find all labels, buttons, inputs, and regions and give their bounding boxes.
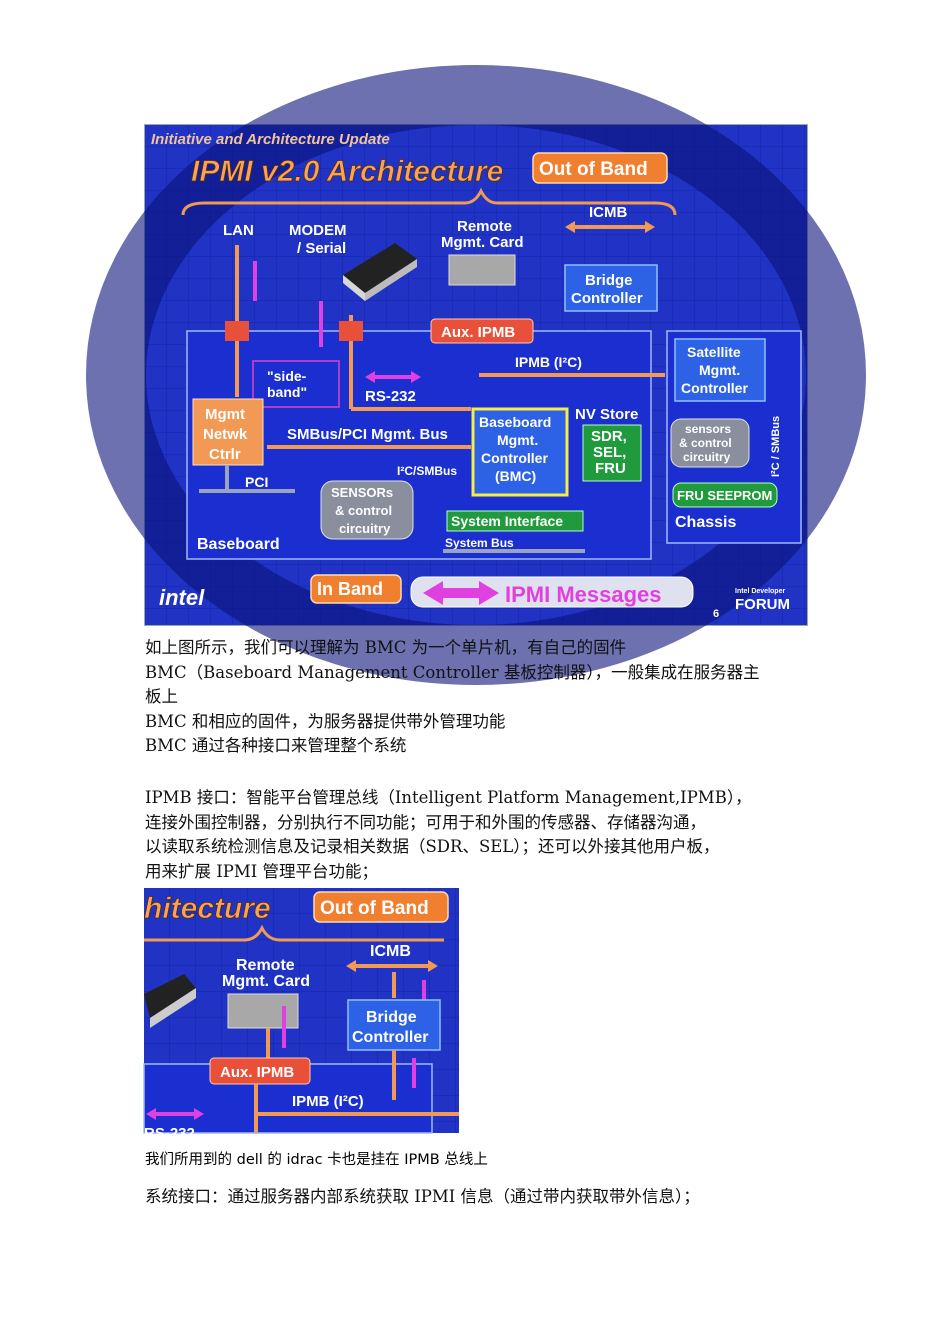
bmc-abbr-label: (BMC) bbox=[495, 468, 536, 484]
ipmb-i2c-label: IPMB (I²C) bbox=[515, 354, 582, 370]
pci-label: PCI bbox=[245, 474, 268, 490]
modem-label: MODEM bbox=[289, 222, 347, 239]
fru-seeprom-box bbox=[672, 482, 778, 508]
idrac-caption: 我们所用到的 dell 的 idrac 卡也是挂在 IPMB 总线上 bbox=[145, 1152, 488, 1168]
ipmb-line-4: 用来扩展 IPMI 管理平台功能； bbox=[145, 861, 379, 881]
ipmb-crop-image: hitecture Out of Band Remote Mgmt. Card … bbox=[143, 888, 459, 1142]
crop-out-of-band-tag bbox=[313, 891, 449, 923]
slide-title: IPMI v2.0 Architecture bbox=[191, 155, 503, 188]
crop-modem-icon bbox=[144, 974, 196, 1028]
aux-ipmb-label: Aux. IPMB bbox=[441, 324, 515, 341]
i2c-smbus-vertical-label: I²C / SMBus bbox=[770, 416, 782, 477]
system-interface-box bbox=[446, 510, 584, 532]
sensors-box bbox=[320, 480, 414, 540]
system-bus-label: System Bus bbox=[445, 536, 514, 550]
lan-label: LAN bbox=[223, 222, 254, 239]
bridge-controller-box bbox=[564, 264, 658, 312]
crop-ipmb-i2c-label: IPMB (I²C) bbox=[292, 1093, 364, 1110]
ctrlr-label: Ctrlr bbox=[209, 446, 241, 463]
crop-title-fragment: hitecture bbox=[144, 892, 271, 925]
bridge-controller-label: Controller bbox=[571, 290, 643, 307]
chassis-sensors-box bbox=[670, 418, 750, 468]
intro-line-2: BMC（Baseboard Management Controller 基板控制… bbox=[145, 662, 760, 682]
remote-label: Remote bbox=[457, 218, 512, 235]
modem-device-icon bbox=[343, 243, 417, 301]
crop-remote-card-label: Mgmt. Card bbox=[222, 973, 310, 990]
satellite-controller-box bbox=[674, 338, 766, 402]
out-of-band-label: Out of Band bbox=[539, 159, 648, 180]
rs232-label: RS-232 bbox=[365, 388, 416, 405]
chassis-sensors-circuitry-label: circuitry bbox=[683, 450, 731, 464]
sideband-box bbox=[252, 360, 340, 408]
system-interface-label: System Interface bbox=[451, 513, 563, 529]
crop-bridge-controller-box bbox=[347, 999, 441, 1051]
crop-out-of-band-label: Out of Band bbox=[320, 898, 429, 919]
nv-store-label: NV Store bbox=[575, 406, 638, 423]
page-number: 6 bbox=[713, 608, 719, 620]
sensors-control-label: & control bbox=[335, 503, 392, 518]
crop-bridge-controller-label: Controller bbox=[352, 1029, 428, 1046]
ipmi-messages-label: IPMI Messages bbox=[505, 582, 662, 607]
intro-line-5: BMC 通过各种接口来管理整个系统 bbox=[145, 736, 407, 755]
ipmb-line-3: 以读取系统检测信息及记录相关数据（SDR、SEL）；还可以外接其他用户板， bbox=[145, 837, 720, 856]
remote-card-label: Mgmt. Card bbox=[441, 234, 524, 251]
smbus-pci-label: SMBus/PCI Mgmt. Bus bbox=[287, 426, 448, 443]
intro-line-1: 如上图所示，我们可以理解为 BMC 为一个单片机，有自己的固件 bbox=[145, 638, 627, 657]
crop-aux-ipmb-box bbox=[209, 1057, 311, 1085]
crop-rs232-fragment: RS-232 bbox=[144, 1125, 195, 1142]
netwk-label: Netwk bbox=[203, 426, 248, 443]
ipmb-paragraph: IPMB 接口：智能平台管理总线（Intelligent Platform Ma… bbox=[145, 786, 805, 884]
mgmt-label: Mgmt bbox=[205, 406, 245, 423]
ipmi-architecture-slide: Initiative and Architecture Update IPMI … bbox=[86, 65, 866, 685]
chassis-sensors-label: sensors bbox=[685, 422, 731, 436]
icmb-label: ICMB bbox=[589, 204, 627, 221]
baseboard-label: Baseboard bbox=[197, 536, 280, 553]
i2c-smbus-label: I²C/SMBus bbox=[397, 464, 457, 478]
remote-card-icon bbox=[448, 254, 516, 286]
idf-logo-line2: FORUM bbox=[735, 596, 790, 613]
fru-seeprom-label: FRU SEEPROM bbox=[677, 488, 772, 503]
satellite-label: Satellite bbox=[687, 344, 741, 360]
system-interface-paragraph: 系统接口：通过服务器内部系统获取 IPMI 信息（通过带内获取带外信息）； bbox=[145, 1187, 700, 1206]
ipmi-messages-arrow-icon bbox=[423, 581, 499, 605]
crop-remote-label: Remote bbox=[236, 957, 295, 974]
aux-ipmb-box bbox=[430, 318, 534, 344]
satellite-mgmt-label: Mgmt. bbox=[699, 362, 740, 378]
sdr-label: SDR, bbox=[591, 428, 627, 445]
ipmb-line-1: IPMB 接口：智能平台管理总线（Intelligent Platform Ma… bbox=[145, 788, 752, 807]
intel-logo: intel bbox=[159, 585, 205, 610]
intro-line-4: BMC 和相应的固件，为服务器提供带外管理功能 bbox=[145, 711, 506, 731]
bmc-mgmt-label: Mgmt. bbox=[497, 432, 538, 448]
bmc-controller-label: Controller bbox=[481, 450, 548, 466]
idf-logo-line1: Intel Developer bbox=[735, 588, 785, 595]
bmc-baseboard-label: Baseboard bbox=[479, 414, 551, 430]
out-of-band-tag bbox=[532, 152, 668, 184]
intro-line-3: 板上 bbox=[145, 687, 178, 706]
chassis-sensors-control-label: & control bbox=[679, 436, 732, 450]
nv-store-box bbox=[582, 424, 642, 482]
sideband-label-2: band" bbox=[267, 384, 307, 400]
serial-label: / Serial bbox=[297, 240, 346, 257]
crop-aux-ipmb-label: Aux. IPMB bbox=[220, 1064, 294, 1081]
crop-bridge-label: Bridge bbox=[366, 1009, 417, 1026]
sensors-label: SENSORs bbox=[331, 485, 393, 500]
bmc-box bbox=[471, 407, 569, 497]
sensors-circuitry-label: circuitry bbox=[339, 521, 391, 536]
satellite-controller-label: Controller bbox=[681, 380, 748, 396]
bridge-label: Bridge bbox=[585, 272, 633, 289]
chassis-label: Chassis bbox=[675, 514, 736, 531]
intro-paragraph: 如上图所示，我们可以理解为 BMC 为一个单片机，有自己的固件 BMC（Base… bbox=[145, 636, 805, 759]
slide-header: Initiative and Architecture Update bbox=[151, 131, 390, 148]
crop-remote-card-icon bbox=[227, 993, 299, 1029]
crop-icmb-label: ICMB bbox=[370, 943, 411, 960]
sideband-label: "side- bbox=[267, 368, 307, 384]
in-band-tag bbox=[310, 574, 402, 604]
in-band-label: In Band bbox=[317, 579, 383, 599]
sel-label: SEL, bbox=[593, 444, 626, 461]
out-of-band-bracket bbox=[181, 187, 677, 216]
fru-label: FRU bbox=[595, 460, 626, 477]
ipmb-line-2: 连接外围控制器，分别执行不同功能；可用于和外围的传感器、存储器沟通， bbox=[145, 812, 706, 832]
